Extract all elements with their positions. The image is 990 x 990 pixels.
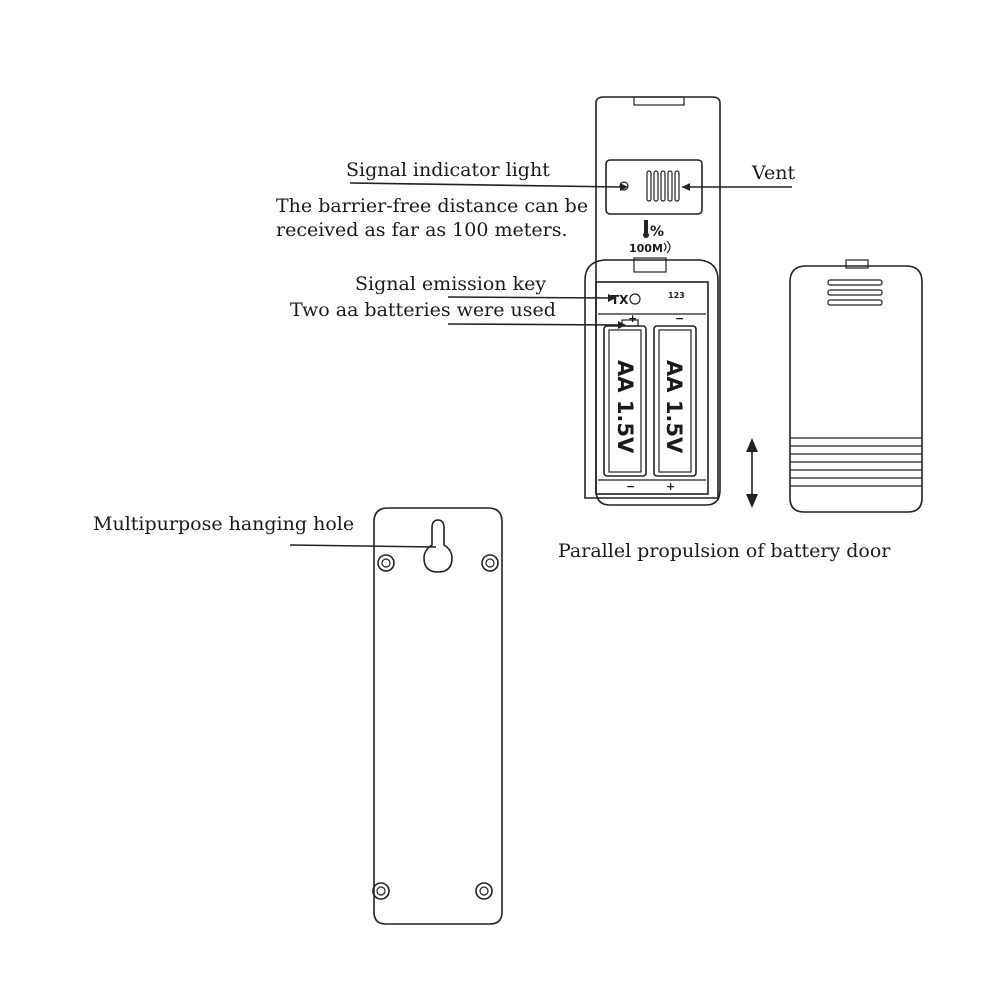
battery-right xyxy=(653,325,697,477)
label-signal-indicator: Signal indicator light xyxy=(346,159,550,181)
back-plate xyxy=(372,507,503,925)
double-arrow-icon xyxy=(746,438,758,508)
compartment-code: 123 xyxy=(668,291,685,300)
label-batteries: Two aa batteries were used xyxy=(290,299,556,321)
minus-sign-right: − xyxy=(675,312,684,325)
battery-left-label: AA 1.5V xyxy=(613,360,637,454)
signal-emission-key[interactable] xyxy=(629,293,641,305)
plus-sign-left: + xyxy=(628,312,637,325)
battery-door xyxy=(789,259,923,513)
wireless-signal-icon xyxy=(663,240,671,254)
label-distance-line2: received as far as 100 meters. xyxy=(276,219,568,241)
range-label: 100M xyxy=(629,242,663,255)
hanging-hole xyxy=(423,519,453,573)
label-parallel-door: Parallel propulsion of battery door xyxy=(558,540,891,562)
screw-top-left xyxy=(377,554,395,572)
battery-right-label: AA 1.5V xyxy=(662,360,686,454)
battery-left xyxy=(603,325,647,477)
tx-label: TX xyxy=(611,293,629,307)
humidity-symbol: % xyxy=(650,224,664,240)
minus-sign-left: − xyxy=(626,480,635,493)
callout-lines xyxy=(289,182,792,548)
plus-sign-right: + xyxy=(666,480,675,493)
sensor-body: % 100M TX 123 + − AA 1.5V AA 1.5V − + xyxy=(584,96,721,506)
battery-compartment xyxy=(595,281,709,495)
label-hanging-hole: Multipurpose hanging hole xyxy=(93,513,354,535)
screw-top-right xyxy=(481,554,499,572)
label-signal-emission: Signal emission key xyxy=(355,273,546,295)
thermometer-humidity-icon: % xyxy=(643,220,664,240)
screw-bottom-right xyxy=(475,882,493,900)
vent-slots xyxy=(646,170,680,202)
label-vent: Vent xyxy=(751,162,795,184)
label-distance-line1: The barrier-free distance can be xyxy=(276,195,588,217)
screw-bottom-left xyxy=(372,882,390,900)
